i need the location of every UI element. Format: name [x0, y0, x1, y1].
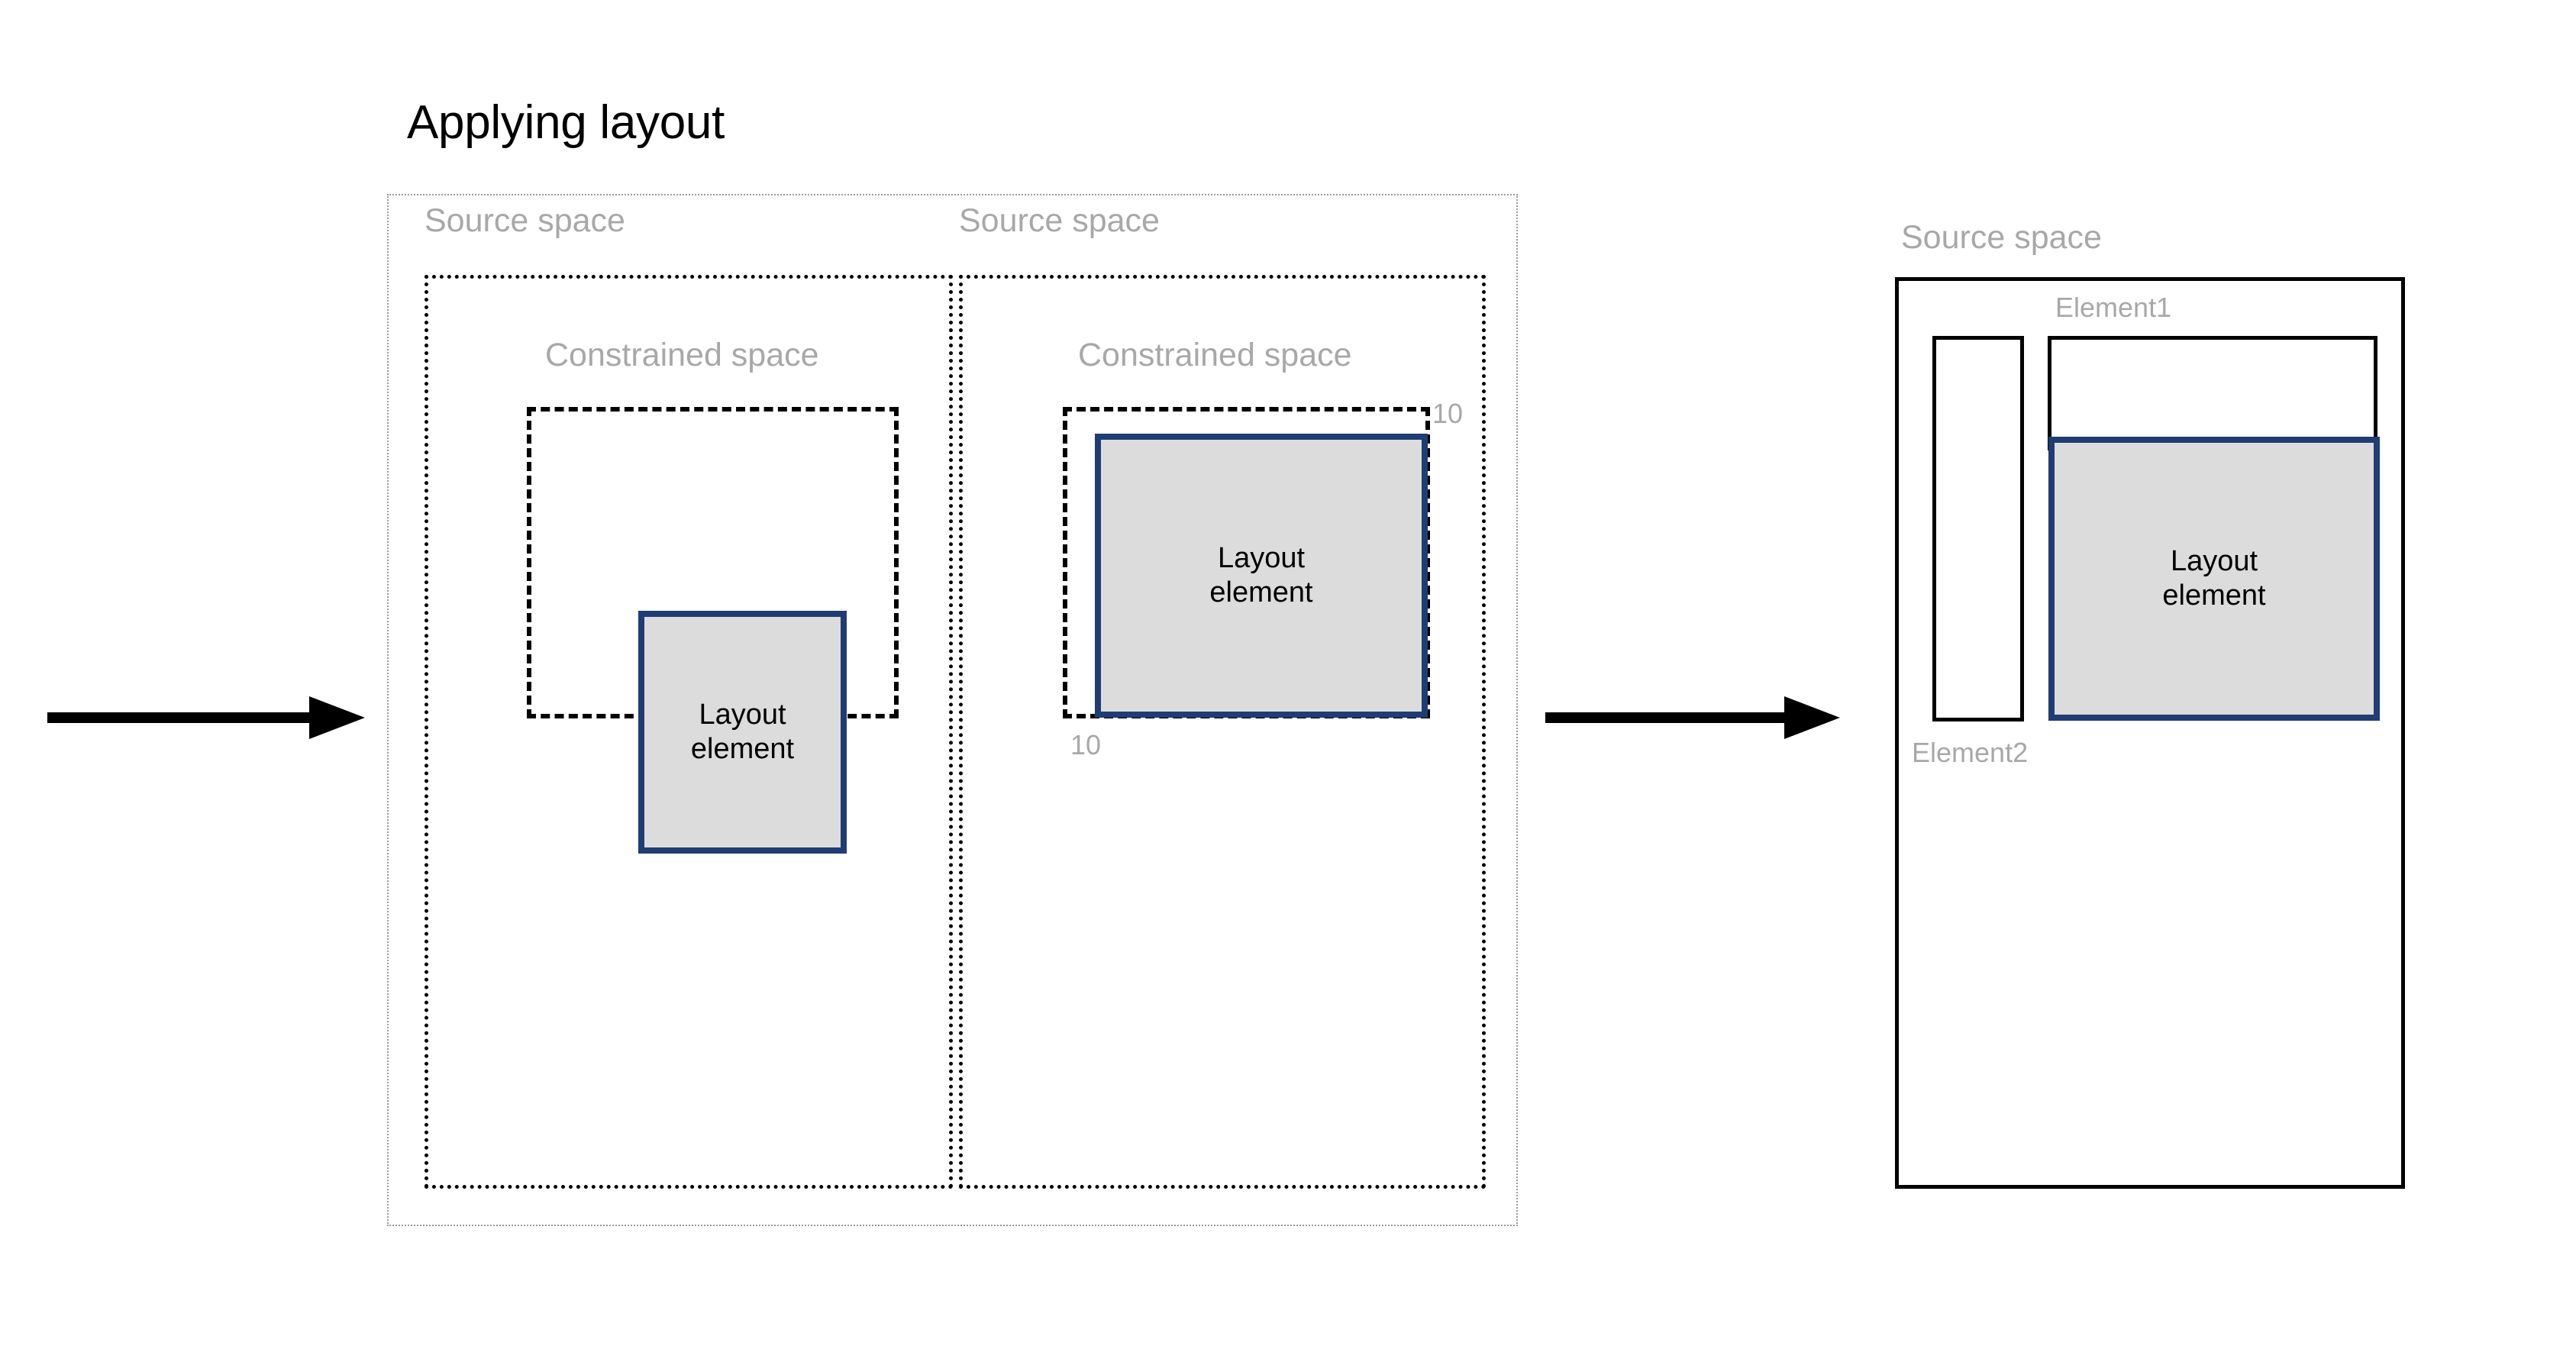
- stage2-constrained-space-label: Constrained space: [1078, 337, 1352, 373]
- stage3-source-space-label: Source space: [1901, 219, 2102, 256]
- stage1-layout-element-line2: element: [690, 733, 795, 765]
- arrow-in-icon: [47, 696, 365, 739]
- stage3-element2-label: Element2: [1912, 737, 2029, 768]
- stage2-source-space-label: Source space: [959, 202, 1160, 239]
- stage2-margin-top-right-label: 10: [1432, 398, 1464, 429]
- stage3-layout-element-line1: Layout: [2170, 545, 2258, 578]
- stage1-layout-element[interactable]: Layout element: [638, 611, 847, 854]
- stage2-margin-bottom-left-label: 10: [1070, 729, 1102, 760]
- stage2-source-space-box: [959, 275, 1486, 1189]
- source-space-outer-wrapper: [387, 194, 1518, 1226]
- stage1-source-space-label: Source space: [424, 202, 625, 239]
- page-title: Applying layout: [407, 96, 725, 149]
- stage3-element2-rect[interactable]: [1932, 336, 2024, 721]
- stage1-layout-element-line1: Layout: [699, 699, 786, 731]
- arrow-between-icon: [1545, 696, 1840, 739]
- stage1-source-space-box: [424, 275, 953, 1189]
- stage2-layout-element-line1: Layout: [1217, 542, 1306, 575]
- stage3-layout-element-line2: element: [2162, 579, 2266, 612]
- stage3-layout-element[interactable]: Layout element: [2048, 437, 2380, 721]
- stage2-layout-element[interactable]: Layout element: [1095, 434, 1428, 718]
- stage1-constrained-space-label: Constrained space: [545, 337, 819, 373]
- stage2-layout-element-line2: element: [1209, 576, 1313, 608]
- stage3-element1-rect[interactable]: [2048, 336, 2377, 450]
- stage3-element1-label: Element1: [2055, 292, 2172, 323]
